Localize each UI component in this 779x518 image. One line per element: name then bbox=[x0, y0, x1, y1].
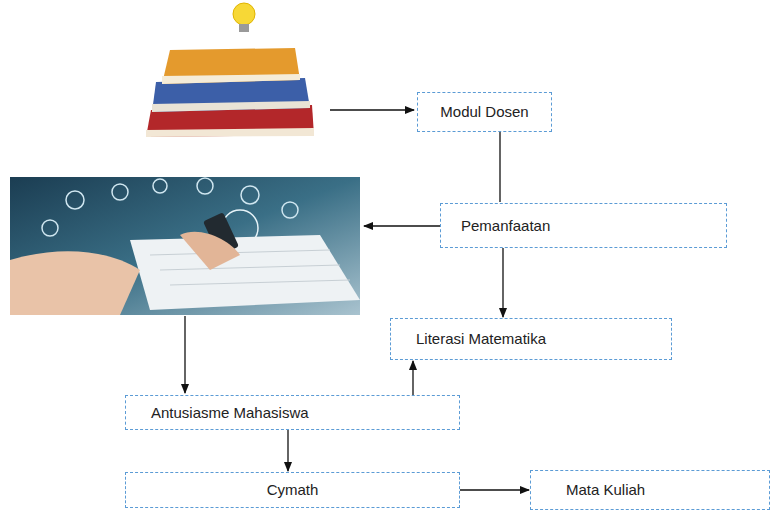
connector bbox=[499, 132, 500, 202]
arrow bbox=[184, 316, 185, 393]
box-label: Literasi Matematika bbox=[416, 330, 546, 348]
connector bbox=[502, 248, 503, 317]
box-label: Mata Kuliah bbox=[566, 481, 645, 499]
connector bbox=[287, 430, 288, 471]
box-label: Cymath bbox=[267, 481, 319, 499]
books-illustration bbox=[146, 3, 314, 137]
process-box: Modul Dosen bbox=[417, 92, 552, 132]
connector bbox=[412, 361, 413, 395]
box-label: Pemanfaatan bbox=[461, 217, 550, 235]
process-box: Mata Kuliah bbox=[530, 470, 770, 510]
process-box: Literasi Matematika bbox=[390, 318, 672, 360]
connector bbox=[460, 489, 529, 490]
process-box: Pemanfaatan bbox=[440, 203, 727, 248]
arrow bbox=[364, 225, 440, 226]
process-box: Antusiasme Mahasiswa bbox=[125, 395, 460, 430]
arrow bbox=[330, 109, 414, 110]
box-label: Antusiasme Mahasiswa bbox=[151, 404, 309, 422]
technology-photo bbox=[10, 177, 360, 315]
process-box: Cymath bbox=[125, 472, 460, 508]
box-label: Modul Dosen bbox=[440, 103, 528, 121]
